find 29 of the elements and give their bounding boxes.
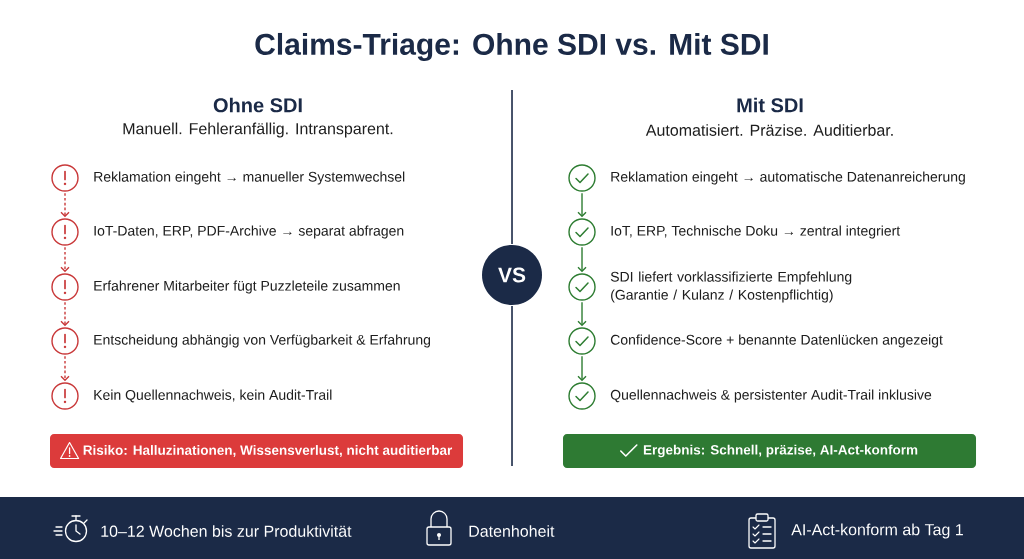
step-text: Reklamation eingeht → automatische Datenanreicherung [611, 171, 965, 185]
column-heading: Mit SDI [737, 97, 803, 113]
arrow [577, 192, 587, 218]
arrow [577, 355, 587, 382]
arrow [60, 355, 70, 382]
step-text: Entscheidung abhängig von Verfügbarkeit & Erfahrung [94, 334, 431, 348]
title: Claims-Triage: Ohne SDI vs. Mit SDI [255, 32, 768, 62]
arrow [577, 246, 587, 273]
vs-badge: VS [482, 245, 542, 305]
arrow [60, 301, 70, 327]
arrow [577, 301, 587, 327]
arrow [60, 192, 70, 218]
risk-banner: Risiko: Halluzinationen, Wissensverlust, nicht auditierbar [50, 434, 463, 468]
column-subtitle: Automatisiert. Präzise. Auditierbar. [645, 124, 893, 136]
step-text: Kein Quellennachweis, kein Audit-Trail [94, 389, 332, 403]
footer-text: Datenhoheit [469, 525, 555, 537]
step-text: SDI liefert vorklassifizierte Empfehlung (Garantie / Kulanz / Kostenpflichtig) [610, 271, 852, 303]
footer-text: AI-Act-konform ab Tag 1 [791, 523, 963, 539]
footer-text: 10–12 Wochen bis zur Produktivität [101, 525, 352, 537]
result-banner: Ergebnis: Schnell, präzise, AI-Act-konform [563, 434, 976, 468]
step-text: Reklamation eingeht → manueller Systemwechsel [94, 171, 405, 185]
step-text: Erfahrener Mitarbeiter fügt Puzzleteile zusammen [94, 280, 400, 294]
column-subtitle: Manuell. Fehleranfällig. Intransparent. [123, 122, 393, 138]
arrow [60, 246, 70, 273]
column-heading: Ohne SDI [213, 97, 302, 113]
step-text: IoT, ERP, Technische Doku → zentral integriert [611, 225, 901, 239]
step-text: IoT-Daten, ERP, PDF-Archive → separat abfragen [94, 225, 404, 239]
step-text: Confidence-Score + benannte Datenlücken angezeigt [610, 334, 943, 348]
step-text: Quellennachweis & persistenter Audit-Trail inklusive [610, 389, 932, 403]
